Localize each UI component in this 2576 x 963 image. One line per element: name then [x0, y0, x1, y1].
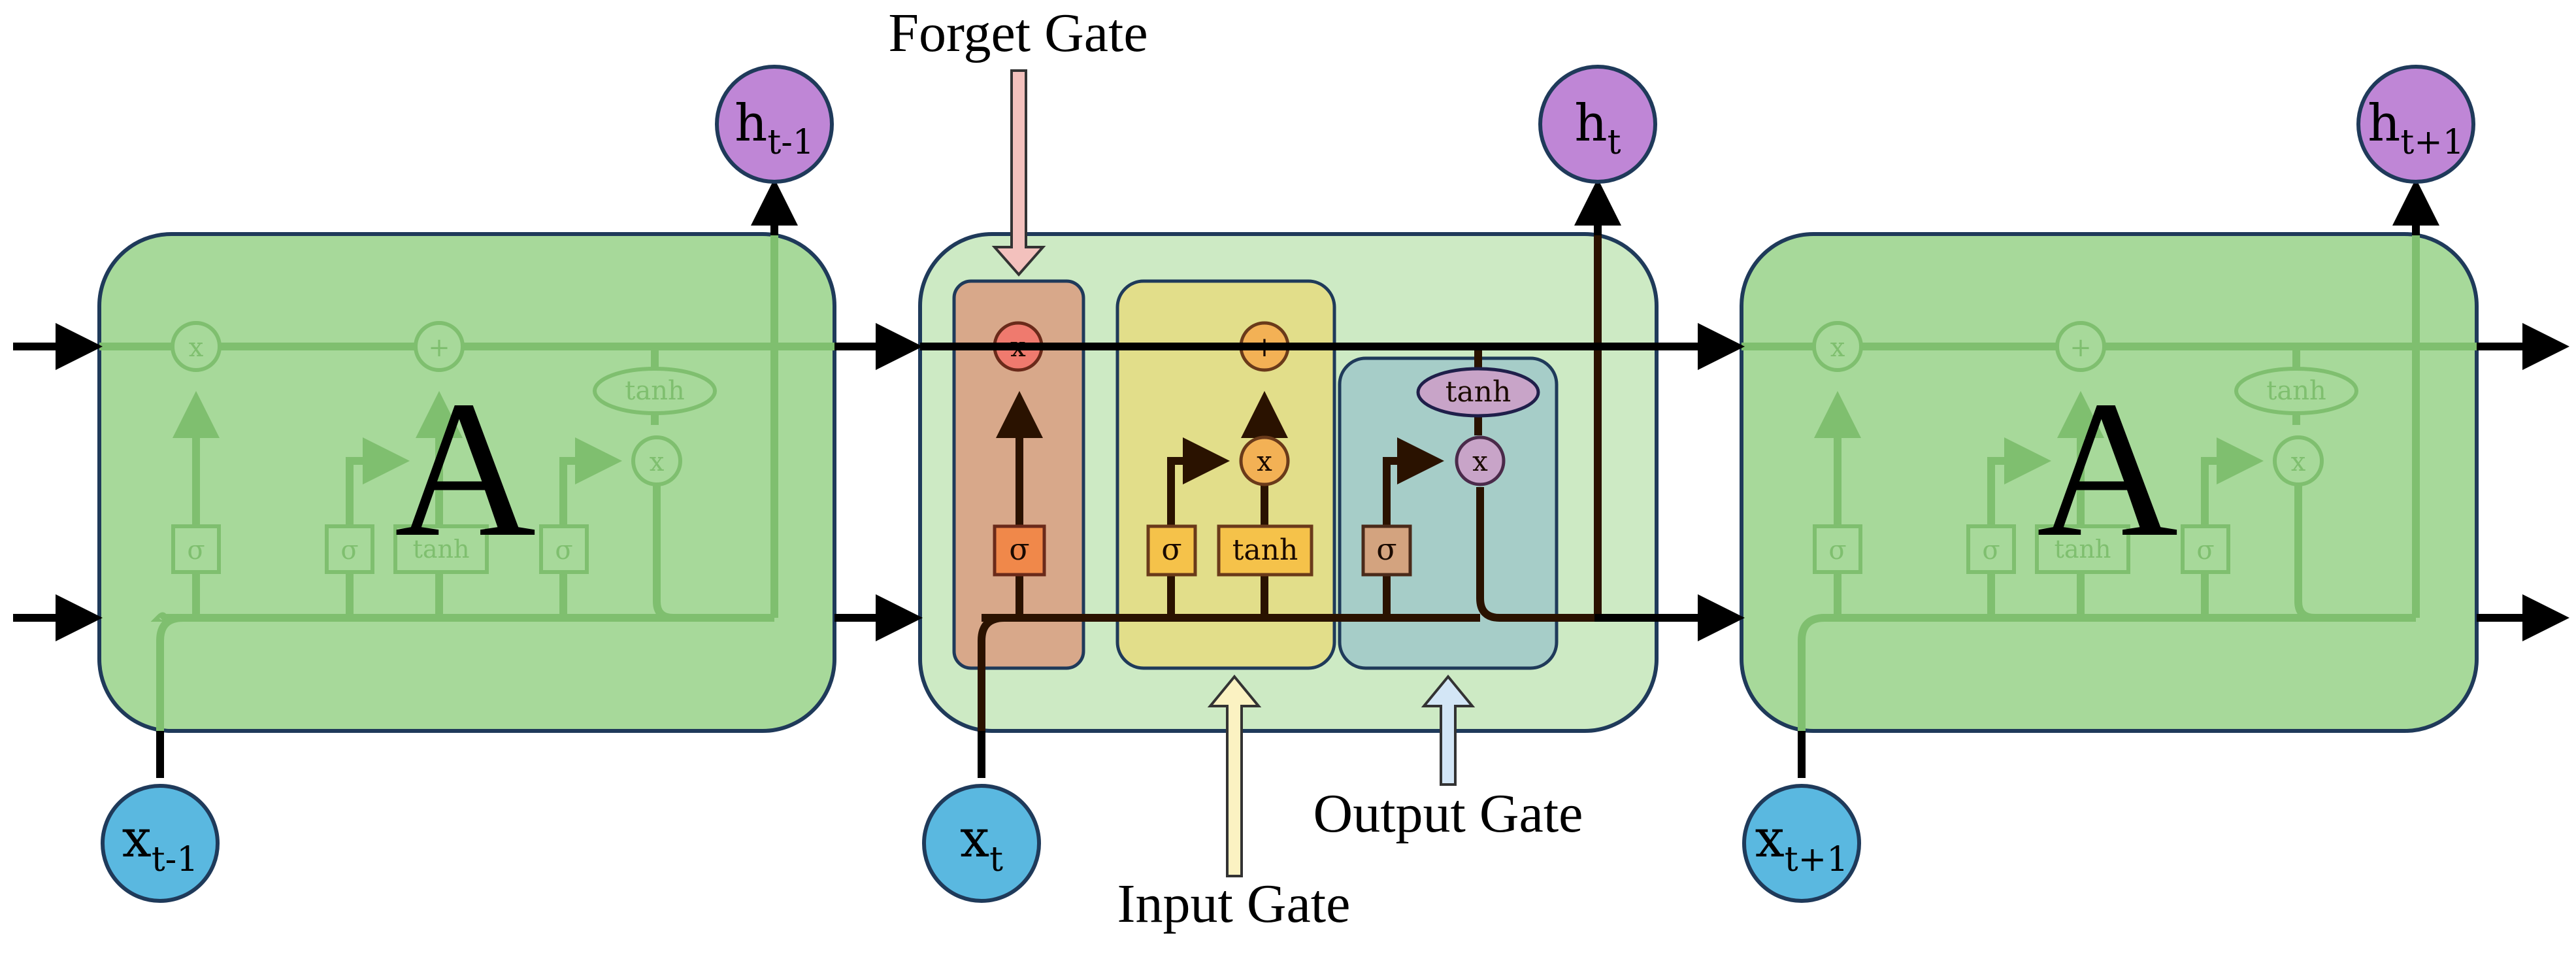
- svg-text:xt+1: xt+1: [1755, 808, 1849, 879]
- right-add-label: +: [2070, 333, 2092, 363]
- input-multiply-op: [1239, 435, 1290, 486]
- input-node-x-t-plus-1: xt+1: [1742, 784, 1861, 903]
- right-tanh-op: [2234, 367, 2358, 415]
- left-add-label: +: [428, 333, 450, 363]
- input-tanh-box: [1217, 524, 1313, 577]
- svg-text:xt-1: xt-1: [122, 808, 199, 879]
- input-multiply-label: x: [1257, 445, 1272, 477]
- h-base-1: h: [735, 94, 767, 153]
- h-sub-2: t: [1608, 123, 1621, 162]
- right-output-multiply-op: [2273, 435, 2324, 486]
- right-sigma-3: [2181, 524, 2230, 574]
- right-tanh-box: [2035, 524, 2130, 574]
- left-cell-faded-wiring: [99, 190, 834, 775]
- left-cell-letter: A: [395, 360, 537, 577]
- right-cell-letter: A: [2037, 360, 2179, 577]
- left-cell: x + x tanh σ σ tanh σ A: [97, 190, 836, 775]
- h-base-3: h: [2368, 94, 2400, 153]
- output-multiply-label: x: [1472, 445, 1488, 477]
- svg-text:ht+1: ht+1: [2368, 94, 2464, 162]
- forget-sigma-label: σ: [1009, 532, 1029, 567]
- left-tanh-op: [593, 367, 717, 415]
- left-sigma-3-label: σ: [555, 535, 572, 566]
- input-nodes: xt-1 xt xt+1: [101, 784, 1861, 903]
- x-base-1: x: [122, 808, 152, 869]
- left-sigma-1: [171, 524, 221, 574]
- x-sub-1: t-1: [152, 840, 199, 879]
- right-multiply-label: x: [1830, 333, 1845, 363]
- x-base-2: x: [960, 808, 989, 869]
- right-sigma-1-label: σ: [1828, 535, 1846, 566]
- input-tanh-label: tanh: [1232, 533, 1298, 567]
- right-out-mult-label: x: [2291, 447, 2306, 477]
- forget-gate-label: Forget Gate: [888, 3, 1148, 63]
- right-sigma-3-label: σ: [2196, 535, 2214, 566]
- output-tanh-op: [1416, 367, 1540, 418]
- h-base-2: h: [1574, 94, 1607, 153]
- output-gate-arrow: [1421, 674, 1476, 786]
- x-sub-2: t: [989, 840, 1003, 879]
- left-cell-box: [97, 232, 836, 733]
- h-sub-1: t-1: [767, 123, 814, 162]
- input-node-x-t-minus-1: xt-1: [101, 784, 220, 903]
- output-sigma-box: [1361, 524, 1412, 577]
- right-sigma-1: [1813, 524, 1862, 574]
- left-sigma-1-label: σ: [187, 535, 205, 566]
- main-connectors: [13, 178, 2569, 778]
- svg-text:xt: xt: [960, 808, 1003, 879]
- output-node-h-t-minus-1: ht-1: [715, 65, 834, 184]
- right-add-op: [2055, 321, 2106, 372]
- left-multiply-label: x: [189, 333, 204, 363]
- input-gate-arrow: [1207, 674, 1262, 877]
- svg-text:ht-1: ht-1: [735, 94, 814, 162]
- output-nodes: ht-1 ht ht+1: [715, 65, 2475, 184]
- left-output-multiply-op: [631, 435, 682, 486]
- svg-text:ht: ht: [1574, 94, 1621, 162]
- x-sub-3: t+1: [1785, 840, 1849, 879]
- output-gate-label: Output Gate: [1313, 783, 1583, 844]
- left-tanh-label: tanh: [625, 376, 684, 406]
- forget-sigma-box: [993, 524, 1046, 577]
- right-cell-faded-wiring: [1742, 190, 2477, 775]
- center-cell: x + x x tanh σ σ tanh σ: [918, 190, 1659, 775]
- input-gate-label: Input Gate: [1117, 873, 1351, 934]
- input-sigma-label: σ: [1161, 532, 1181, 567]
- input-sigma-box: [1146, 524, 1197, 577]
- forget-gate-arrow: [991, 69, 1046, 277]
- output-node-h-t-plus-1: ht+1: [2356, 65, 2475, 184]
- right-multiply-op: [1812, 321, 1863, 372]
- right-sigma-2-label: σ: [1982, 535, 2000, 566]
- left-multiply-op: [171, 321, 222, 372]
- left-add-op: [414, 321, 465, 372]
- right-sigma-2: [1966, 524, 2016, 574]
- x-base-3: x: [1755, 808, 1785, 869]
- gate-callouts: Forget Gate Input Gate Output Gate: [888, 3, 1583, 934]
- input-node-x-t: xt: [922, 784, 1041, 903]
- left-sigma-2-label: σ: [340, 535, 358, 566]
- left-tanh-box: [393, 524, 489, 574]
- right-cell: x + x tanh σ σ tanh σ A: [1740, 190, 2479, 775]
- output-tanh-label: tanh: [1445, 375, 1511, 409]
- output-sigma-label: σ: [1376, 532, 1396, 567]
- left-tanh-box-label: tanh: [413, 535, 470, 564]
- h-sub-3: t+1: [2400, 123, 2464, 162]
- left-sigma-3: [539, 524, 589, 574]
- right-tanh-label: tanh: [2266, 376, 2326, 406]
- left-out-mult-label: x: [650, 447, 665, 477]
- output-gate-region: [1338, 356, 1559, 670]
- output-node-h-t: ht: [1538, 65, 1657, 184]
- output-multiply-op: [1455, 435, 1506, 486]
- input-gate-region: [1115, 279, 1336, 670]
- right-tanh-box-label: tanh: [2055, 535, 2111, 564]
- left-sigma-2: [325, 524, 374, 574]
